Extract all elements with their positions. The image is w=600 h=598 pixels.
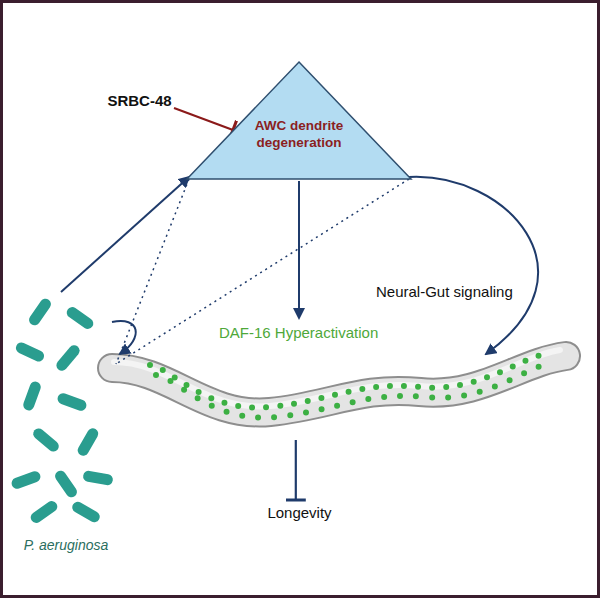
edge-label: Neural-Gut signaling — [374, 283, 515, 300]
arrow-connector — [409, 177, 538, 354]
bacteria-cluster — [10, 297, 114, 526]
node-text: SRBC-48 — [105, 92, 174, 111]
node-text: Longevity — [265, 504, 334, 523]
arrow-connector — [112, 321, 136, 354]
arrow-connector — [116, 179, 409, 364]
regulator-label: SRBC-48 — [105, 92, 174, 111]
inhibition-connector — [174, 108, 233, 130]
worm-node: DAF-16 Hyperactivation — [90, 318, 580, 440]
inhibition-connector — [295, 440, 297, 500]
worm-body — [112, 350, 566, 418]
arrow-connector — [116, 179, 189, 364]
outcome-label: Longevity — [265, 504, 334, 523]
bacteria-node: P. aeruginosa — [14, 292, 118, 558]
triangle-node: AWC dendrite degeneration — [185, 60, 413, 181]
arrow-connector — [298, 181, 300, 318]
node-text: DAF-16 Hyperactivation — [219, 324, 378, 343]
arrow-connector — [61, 177, 189, 292]
node-text: P. aeruginosa — [14, 537, 118, 555]
node-text: AWC dendrite degeneration — [243, 118, 355, 152]
